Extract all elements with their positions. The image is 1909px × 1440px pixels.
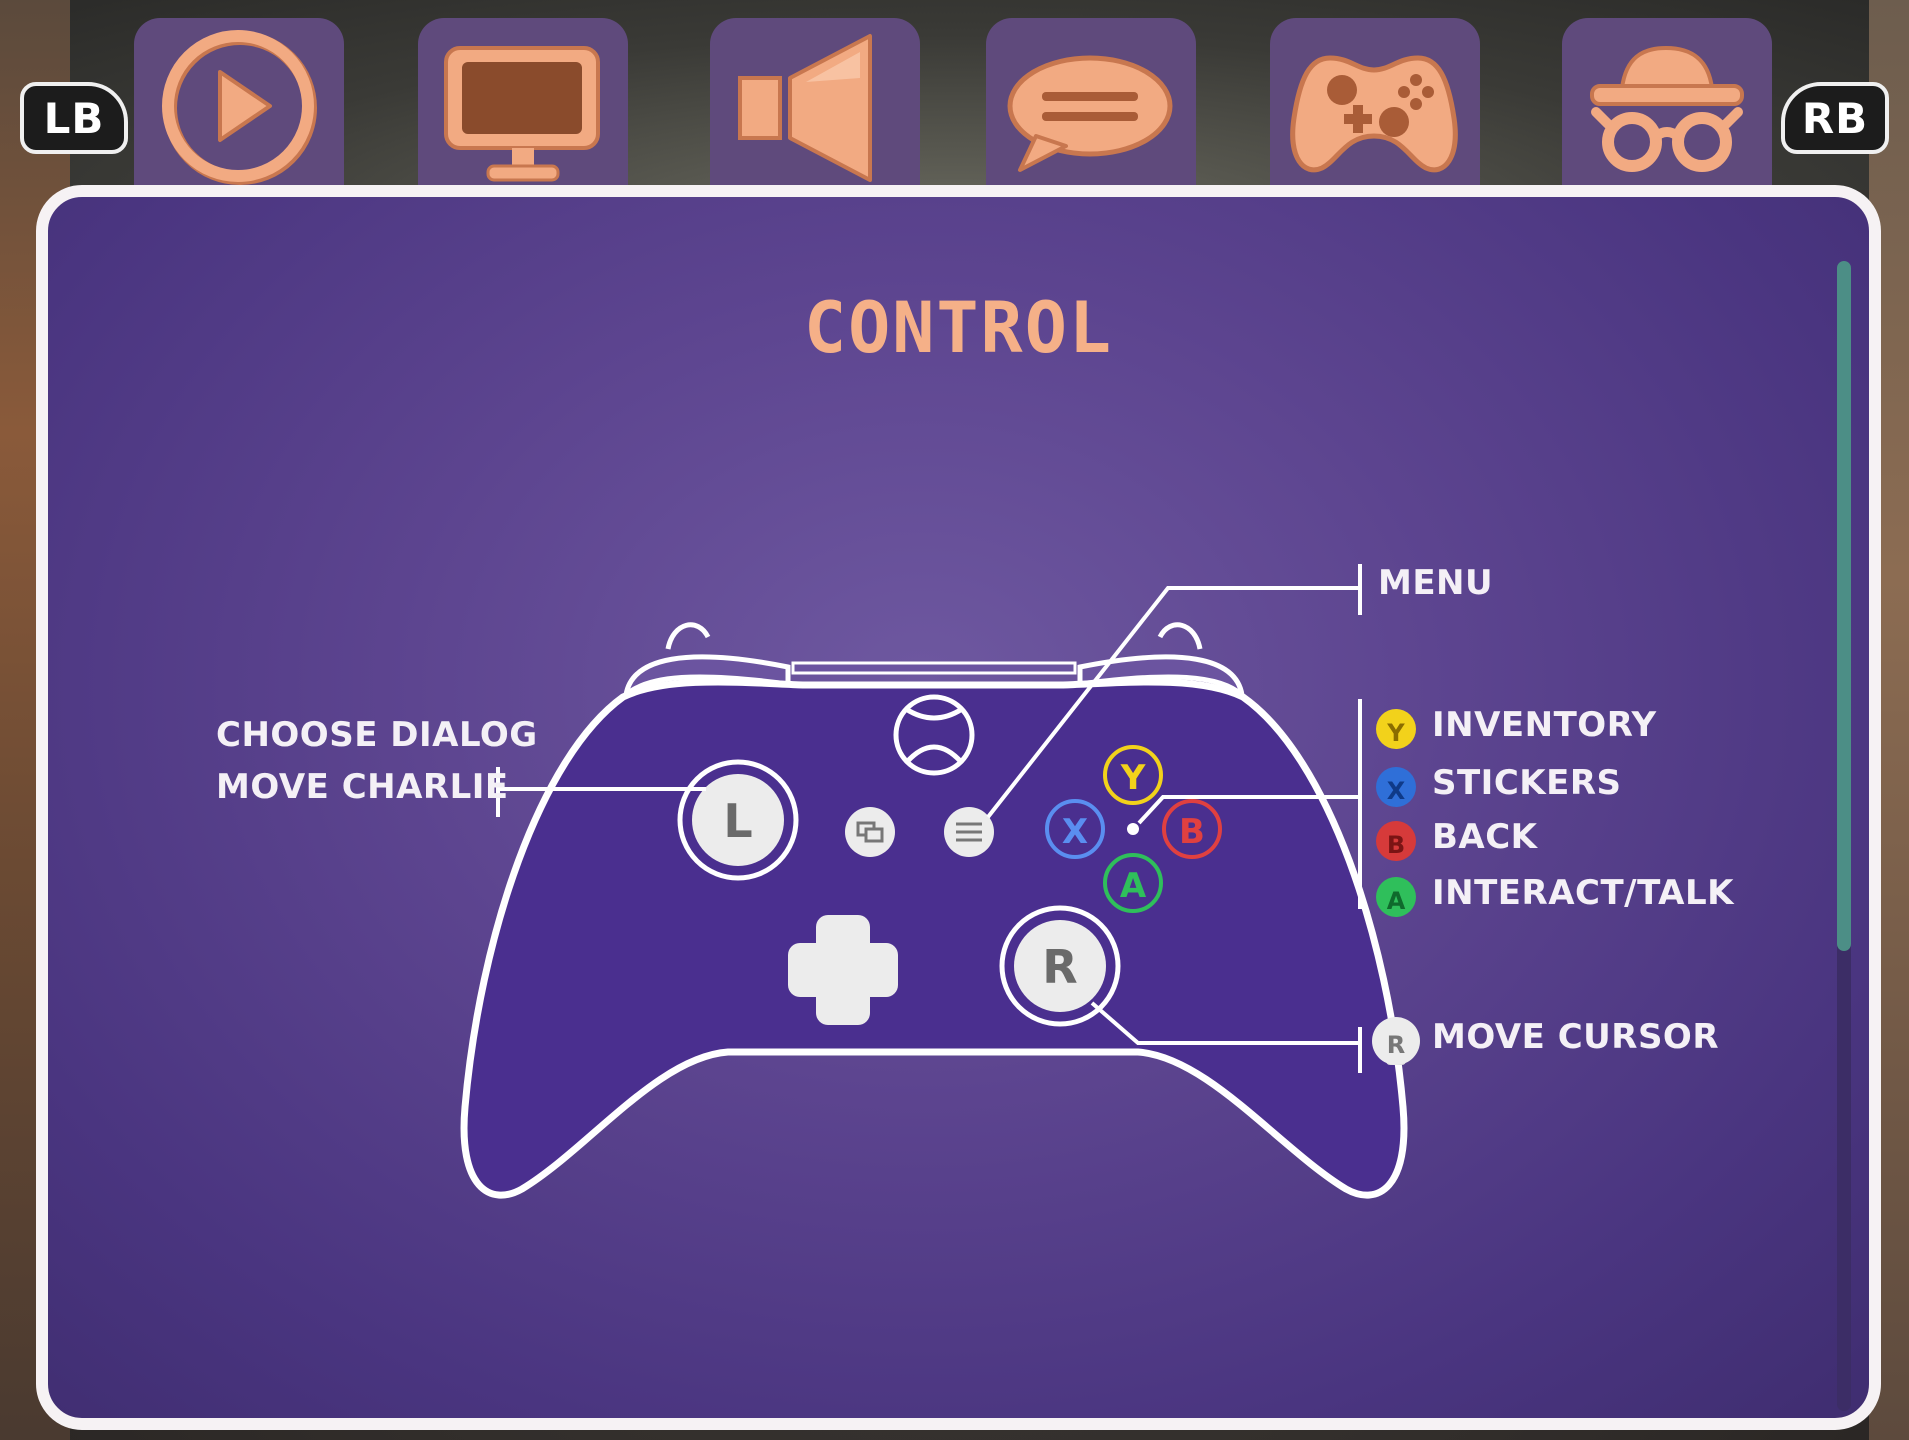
detective-hat-glasses-icon: [1590, 45, 1744, 172]
xbox-logo-icon: [893, 694, 975, 776]
x-button-letter: X: [1062, 812, 1088, 852]
left-stick: L: [677, 759, 799, 881]
b-button-letter: B: [1179, 812, 1205, 852]
stickers-label: STICKERS: [1432, 763, 1622, 803]
legend-x-icon: X: [1376, 767, 1416, 807]
tab-dialog[interactable]: [986, 18, 1196, 190]
move-cursor-label: MOVE CURSOR: [1432, 1017, 1720, 1057]
right-stick: R: [999, 905, 1121, 1027]
controller-body: [460, 678, 1408, 1199]
monitor-icon: [444, 46, 600, 182]
view-button-icon: [845, 807, 895, 857]
speaker-icon: [738, 34, 872, 182]
inventory-label: INVENTORY: [1432, 705, 1657, 745]
lb-bumper-hint[interactable]: LB: [20, 82, 128, 154]
legend-r-letter: R: [1387, 1031, 1405, 1059]
tab-audio[interactable]: [710, 18, 920, 190]
speech-bubble-icon: [1007, 55, 1173, 172]
scrollbar-thumb[interactable]: [1837, 261, 1851, 951]
legend-a-icon: A: [1376, 877, 1416, 917]
legend-r-stick-icon: R: [1372, 1017, 1420, 1065]
face-buttons-dot: [1127, 823, 1139, 835]
y-button-letter: Y: [1120, 758, 1146, 798]
tab-detective[interactable]: [1562, 18, 1772, 190]
controller-bumpers: [622, 622, 1246, 702]
legend-y-icon: Y: [1376, 709, 1416, 749]
tab-play[interactable]: [134, 18, 344, 190]
right-stick-letter: R: [1042, 940, 1077, 994]
controller-diagram: L R Y X: [460, 564, 1420, 1199]
menu-button-icon: [944, 807, 994, 857]
b-button: B: [1162, 799, 1222, 859]
back-label: BACK: [1432, 817, 1538, 857]
y-button: Y: [1103, 745, 1163, 805]
control-panel: CONTROL L R: [36, 185, 1881, 1430]
a-button-letter: A: [1120, 866, 1147, 906]
left-stick-letter: L: [723, 794, 752, 848]
rb-bumper-hint[interactable]: RB: [1781, 82, 1889, 154]
legend-x-letter: X: [1387, 777, 1406, 805]
left-stick-label-2: MOVE CHARLIE: [216, 767, 509, 807]
legend-b-letter: B: [1387, 831, 1405, 859]
dpad-icon: [788, 915, 898, 1025]
leader-lines: [496, 564, 1362, 1073]
play-icon: [162, 30, 317, 185]
page-title: CONTROL: [803, 287, 1113, 369]
left-stick-label-1: CHOOSE DIALOG: [216, 715, 538, 755]
a-button: A: [1103, 853, 1163, 913]
tab-display[interactable]: [418, 18, 628, 190]
interact-talk-label: INTERACT/TALK: [1432, 873, 1734, 913]
tab-controls[interactable]: [1270, 18, 1480, 190]
menu-label: MENU: [1378, 563, 1494, 603]
legend-a-letter: A: [1387, 887, 1406, 915]
x-button: X: [1045, 799, 1105, 859]
scrollbar-track[interactable]: [1837, 261, 1851, 1411]
legend-y-letter: Y: [1386, 719, 1405, 747]
gamepad-icon: [1290, 55, 1458, 173]
legend-b-icon: B: [1376, 821, 1416, 861]
